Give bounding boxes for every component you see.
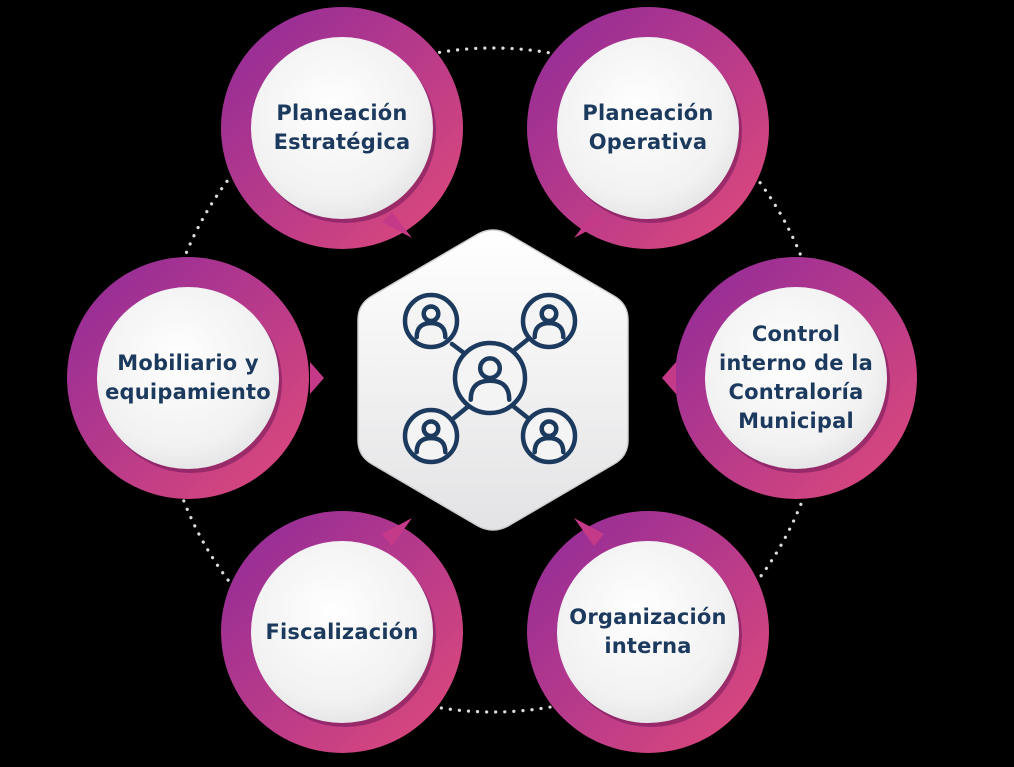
node-inner-circle <box>557 37 739 219</box>
node-label-fiscalizacion: Fiscalización <box>247 542 437 722</box>
node-label-line: Planeación <box>582 101 714 125</box>
node-inner-circle <box>557 541 739 723</box>
person-icon <box>520 407 578 465</box>
person-icon <box>402 292 460 350</box>
node-inner-circle <box>251 37 433 219</box>
node-control-interno <box>662 257 917 499</box>
center-person-icon <box>452 340 528 416</box>
person-icon <box>402 407 460 465</box>
node-pointer <box>382 212 412 238</box>
node-label-line: Estratégica <box>273 130 411 154</box>
person-icon <box>520 292 578 350</box>
node-label-organizacion-interna: Organización interna <box>553 542 743 722</box>
node-label-line: Planeación <box>276 101 408 125</box>
node-pointer <box>574 518 604 546</box>
node-mobiliario-equipamiento <box>67 257 324 499</box>
node-fiscalizacion <box>221 511 463 753</box>
node-label-line: Control <box>751 322 841 346</box>
node-inner-circle <box>97 287 279 469</box>
node-label-line: Operativa <box>588 130 708 154</box>
node-planeacion-estrategica <box>221 7 463 249</box>
node-label-line: equipamiento <box>105 380 271 404</box>
node-planeacion-operativa <box>527 7 769 249</box>
people-network-icon <box>402 292 578 465</box>
node-inner-circle <box>251 541 433 723</box>
node-pointer <box>662 362 676 394</box>
node-pointer <box>382 518 412 546</box>
node-label-line: Contraloría <box>728 380 864 404</box>
node-label-line: Mobiliario y <box>117 351 259 375</box>
node-label-line: interno de la <box>718 351 874 375</box>
node-label-line: Municipal <box>738 409 854 433</box>
node-label-line: Organización <box>569 605 727 629</box>
node-pointer <box>310 362 324 394</box>
node-label-line: Fiscalización <box>265 619 419 644</box>
node-pointer <box>574 212 604 238</box>
node-label-line: interna <box>604 634 692 658</box>
node-inner-circle <box>705 287 887 469</box>
node-organizacion-interna <box>527 511 769 753</box>
node-label-mobiliario-equipamiento: Mobiliario y equipamiento <box>93 288 283 468</box>
